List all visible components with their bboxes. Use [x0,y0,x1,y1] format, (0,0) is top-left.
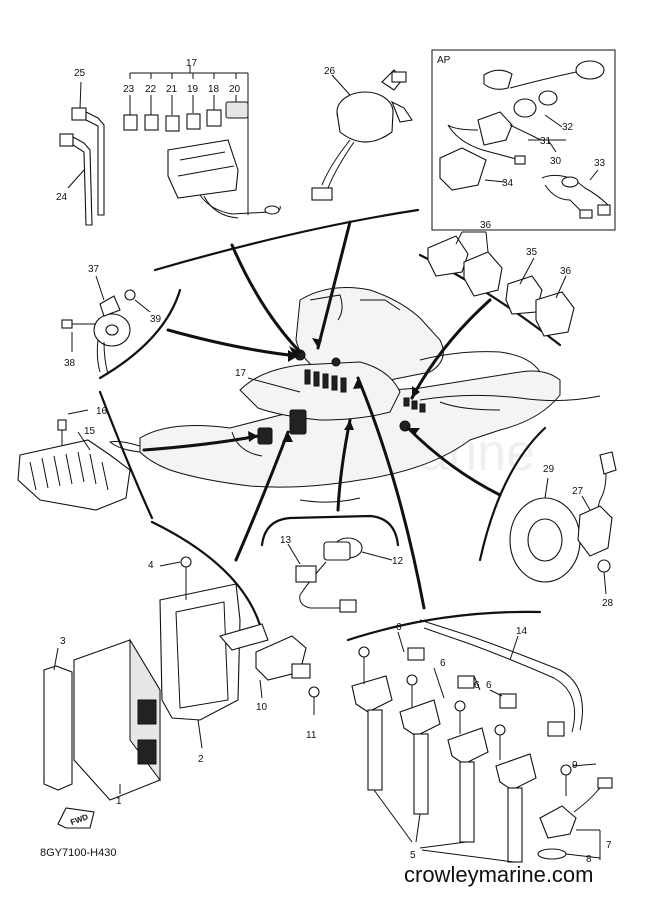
callout-5: 5 [410,850,416,861]
callout-4: 4 [148,560,154,571]
callout-36-b: 36 [560,266,572,277]
rectifier-group [17,409,131,511]
callout-19: 19 [187,84,199,95]
callout-35: 35 [526,247,538,258]
callout-39: 39 [150,314,162,325]
callout-28: 28 [602,598,614,609]
callout-23: 23 [123,84,135,95]
callout-6-d: 6 [486,680,492,691]
ecu-group [43,556,320,801]
callout-9: 9 [572,760,578,771]
site-label: crowleymarine.com [404,862,594,887]
fwd-arrow: FWD [57,807,95,829]
callout-14: 14 [516,626,528,637]
callout-33: 33 [594,158,606,169]
callout-31: 31 [540,136,552,147]
callout-3: 3 [60,636,66,647]
callout-25: 25 [74,68,86,79]
callout-17-center: 17 [235,368,247,379]
callout-6-a: 6 [396,622,402,633]
temp-sensor-group [537,763,613,860]
callout-21: 21 [166,84,178,95]
callout-34: 34 [502,178,514,189]
ap-label: AP [437,55,451,66]
fuse-box-group [59,66,281,226]
callout-12: 12 [392,556,404,567]
drawing-code: 8GY7100-H430 [40,847,116,859]
callout-6-b: 6 [440,658,446,669]
callout-18: 18 [208,84,220,95]
ap-box [431,49,616,231]
callout-29: 29 [543,464,555,475]
callout-30: 30 [550,156,562,167]
callout-13: 13 [280,535,292,546]
callout-10: 10 [256,702,268,713]
callout-32: 32 [562,122,574,133]
callout-36-a: 36 [480,220,492,231]
callout-11: 11 [306,730,317,741]
callout-38: 38 [64,358,76,369]
callout-6-c: 6 [474,680,480,691]
speed-sensor-group [287,537,393,613]
callout-7: 7 [606,840,612,851]
relay-group [427,231,575,337]
callout-27: 27 [572,486,584,497]
main-switch-group [311,69,413,201]
callout-1: 1 [116,796,122,807]
callout-20: 20 [229,84,241,95]
callout-24: 24 [56,192,68,203]
callout-15: 15 [84,426,96,437]
callout-37: 37 [88,264,100,275]
leader-lines [142,220,502,610]
callout-8: 8 [586,854,592,865]
callout-22: 22 [145,84,157,95]
callout-labels: 17 23 22 21 19 18 20 25 24 26 AP 31 32 3… [56,55,614,865]
ignition-coils-group [351,619,583,863]
callout-17-top: 17 [186,58,198,69]
rotor-group [509,451,617,595]
callout-2: 2 [198,754,204,765]
callout-26: 26 [324,66,336,77]
sensor-group [61,275,151,375]
callout-16: 16 [96,406,108,417]
